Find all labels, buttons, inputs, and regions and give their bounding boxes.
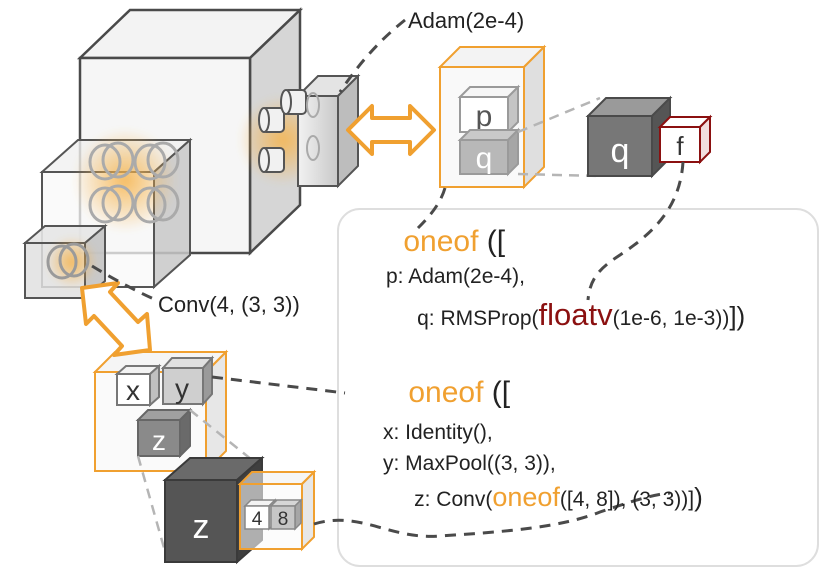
code-top-keyword: oneof xyxy=(403,225,479,258)
detail-z-label: z xyxy=(193,508,210,546)
optimizer-q-detail: q f xyxy=(585,95,713,179)
code-top: oneof ([ p: Adam(2e-4), q: RMSProp(float… xyxy=(345,225,767,332)
option-x-label: x xyxy=(126,375,140,406)
conv-label: Conv(4, (3, 3)) xyxy=(158,292,300,317)
input-cube xyxy=(22,223,108,301)
option-y-label: y xyxy=(175,373,189,404)
detail-8-label: 8 xyxy=(278,509,289,530)
optimizer-double-arrow xyxy=(346,104,436,156)
optimizer-choice-box: p q xyxy=(437,44,547,190)
layer-double-arrow xyxy=(80,281,152,357)
code-top-line2-pre: q: RMSProp( xyxy=(417,307,538,330)
optimizer-label: Adam(2e-4) xyxy=(408,8,524,33)
detail-4-label: 4 xyxy=(252,509,263,530)
code-bottom-line1: x: Identity(), xyxy=(383,421,493,444)
code-top-line2-post: (1e-6, 1e-3)) xyxy=(613,307,730,330)
code-bottom-keyword: oneof xyxy=(408,376,484,409)
detail-q-label: q xyxy=(611,132,630,170)
code-bottom-close: ) xyxy=(694,482,703,512)
detail-f-label: f xyxy=(676,131,684,161)
svg-text:oneof ([: oneof ([ xyxy=(350,376,552,409)
svg-text:z: Conv(oneof([4, 8]), (3, 3)): z: Conv(oneof([4, 8]), (3, 3))]) xyxy=(383,482,725,512)
svg-text:oneof ([: oneof ([ xyxy=(345,225,547,258)
conv-block-cube xyxy=(39,128,193,290)
code-bottom-open: ([ xyxy=(483,376,510,409)
option-z-label: z xyxy=(152,425,166,456)
code-bottom-line3-pre: z: Conv( xyxy=(414,488,492,511)
optimizer-cube xyxy=(238,73,361,189)
svg-text:q: RMSProp(floatv(1e-6, 1e-3)): q: RMSProp(floatv(1e-6, 1e-3))]) xyxy=(386,297,767,332)
code-top-open: ([ xyxy=(478,225,505,258)
code-bottom-line2: y: MaxPool((3, 3)), xyxy=(383,452,556,475)
filter-cylinders xyxy=(88,141,180,224)
code-bottom: oneof ([ x: Identity(), y: MaxPool((3, 3… xyxy=(350,376,725,512)
code-bottom-oneof-inner: oneof xyxy=(492,482,560,512)
code-panel xyxy=(337,208,819,567)
code-top-close: ]) xyxy=(729,301,745,331)
dashed-leaders xyxy=(91,18,685,538)
code-bottom-line3-post: ([4, 8]), (3, 3))] xyxy=(560,488,694,511)
layer-choice-box: x y z xyxy=(92,349,229,474)
code-top-line1: p: Adam(2e-4), xyxy=(386,265,525,288)
layer-z-detail: z 4 8 xyxy=(162,455,317,565)
code-top-floatv: floatv xyxy=(539,297,614,332)
option-q-label: q xyxy=(476,142,493,175)
option-p-label: p xyxy=(476,100,493,133)
